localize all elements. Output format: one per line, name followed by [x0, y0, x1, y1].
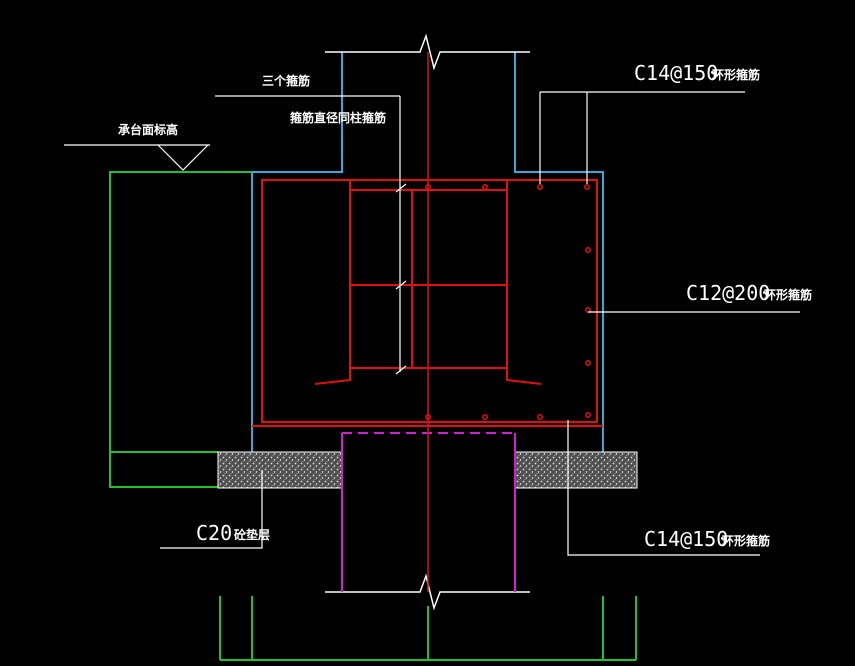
- cushion-left: [217, 451, 343, 489]
- label-ring-side-text: 环形箍筋: [764, 287, 812, 302]
- break-lines: [325, 33, 530, 611]
- label-ring-bottom-code: C14@150: [644, 527, 728, 551]
- label-stirrup-diameter: 箍筋直径同柱箍筋: [289, 110, 386, 125]
- label-ring-bottom-text: 环形箍筋: [722, 533, 770, 548]
- label-three-stirrups: 三个箍筋: [262, 73, 310, 88]
- label-ring-top-code: C14@150: [634, 61, 718, 85]
- rebar-cage: [252, 52, 603, 592]
- label-cushion-text: 砼垫层: [234, 527, 270, 542]
- label-platform-top: 承台面标高: [118, 122, 178, 137]
- cushion-right: [514, 451, 638, 489]
- label-ring-side-code: C12@200: [686, 281, 770, 305]
- label-cushion-code: C20: [196, 521, 232, 545]
- leader-lines: [64, 91, 800, 556]
- label-ring-top-text: 环形箍筋: [712, 67, 760, 82]
- platform-outline: [109, 171, 637, 661]
